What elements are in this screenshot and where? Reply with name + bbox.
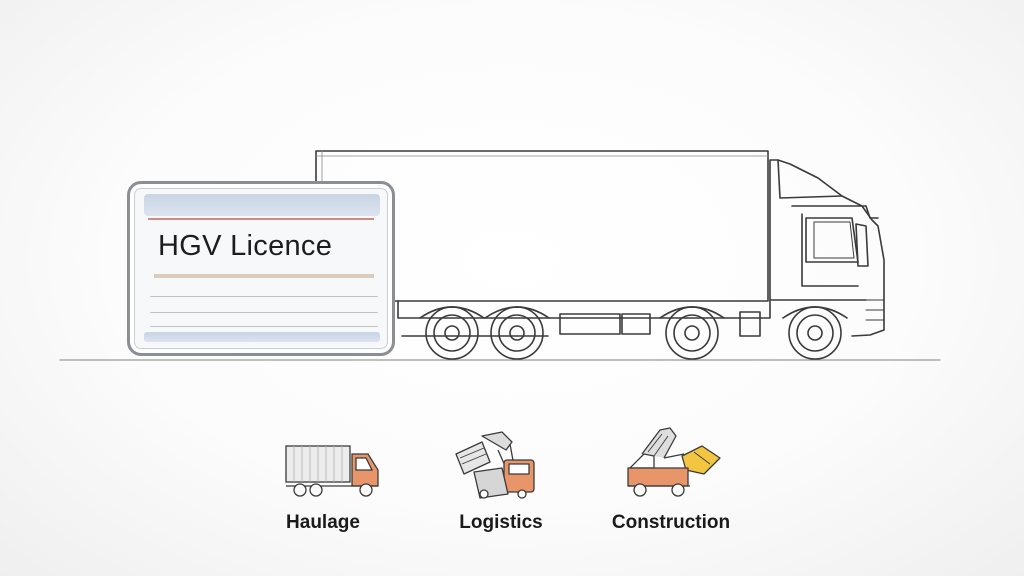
card-accent-line [148, 218, 374, 220]
card-rule [150, 326, 378, 327]
construction-vehicle-icon [627, 427, 721, 497]
sector-label-haulage: Haulage [286, 512, 360, 533]
card-underline [154, 274, 374, 278]
card-title: HGV Licence [158, 230, 333, 262]
card-rule [150, 312, 378, 313]
box-truck-icon [285, 445, 379, 497]
sector-label-construction: Construction [611, 512, 731, 533]
sector-label-logistics: Logistics [459, 512, 543, 533]
card-footer-band [144, 332, 380, 342]
logistics-icon [455, 431, 535, 499]
card-header-band [144, 194, 380, 216]
hgv-licence-card: HGV Licence [127, 181, 395, 356]
card-rule [150, 296, 378, 297]
